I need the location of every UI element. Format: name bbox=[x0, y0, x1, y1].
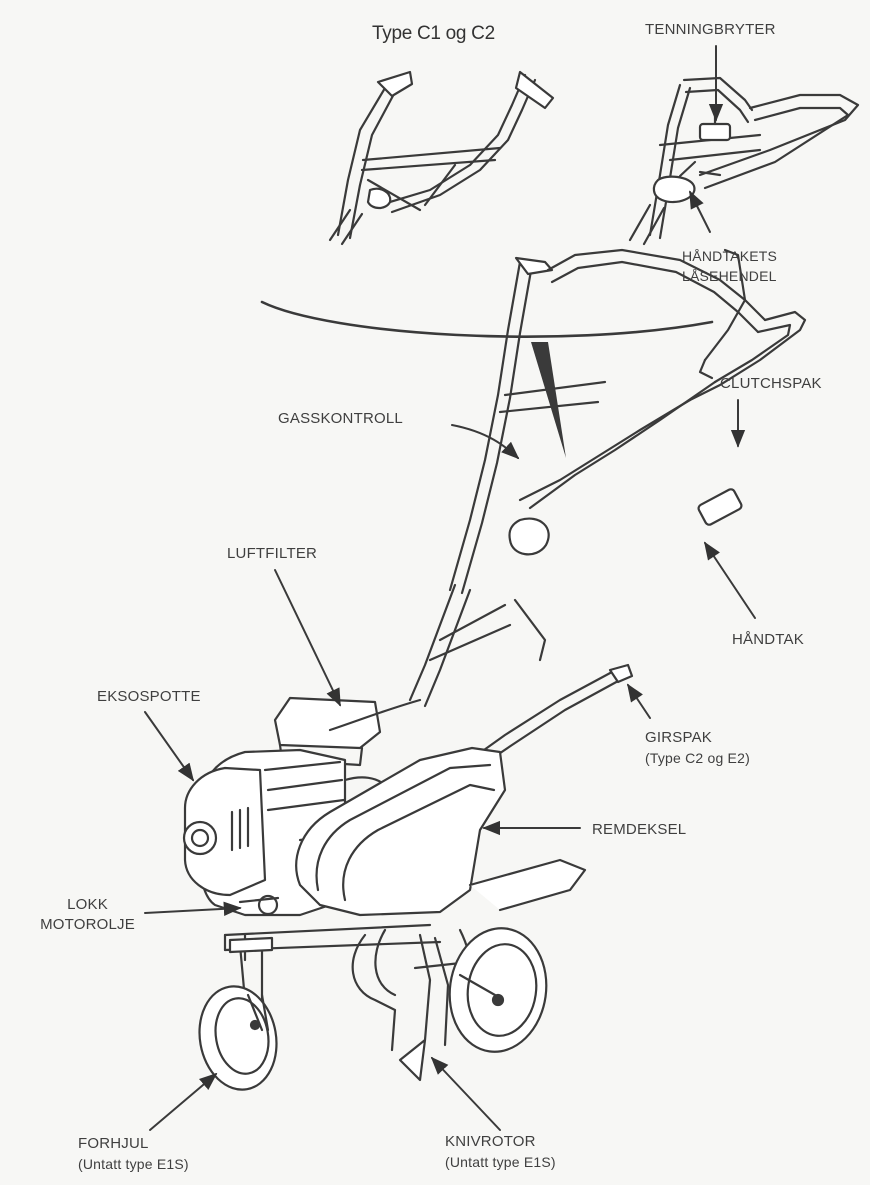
label-handtak: HÅNDTAK bbox=[732, 630, 804, 650]
arrow-handtakets bbox=[690, 192, 710, 232]
inset-handlebar-c1-c2 bbox=[330, 72, 553, 244]
arrow-forhjul bbox=[150, 1074, 216, 1130]
label-knivrotor: KNIVROTOR (Untatt type E1S) bbox=[445, 1132, 556, 1172]
label-remdeksel: REMDEKSEL bbox=[592, 820, 686, 840]
label-clutchspak: CLUTCHSPAK bbox=[720, 374, 822, 394]
label-girspak-title: GIRSPAK bbox=[645, 728, 750, 748]
arrow-gasskontroll bbox=[452, 425, 518, 458]
front-wheel bbox=[192, 938, 285, 1096]
label-handtakets-lasehendel: HÅNDTAKETS LÅSEHENDEL bbox=[682, 246, 777, 286]
label-girspak-note: (Type C2 og E2) bbox=[645, 748, 750, 768]
label-gasskontroll: GASSKONTROLL bbox=[278, 409, 403, 429]
label-knivrotor-title: KNIVROTOR bbox=[445, 1132, 556, 1152]
label-eksospotte: EKSOSPOTTE bbox=[97, 687, 201, 707]
label-lokk-motorolje: LOKK MOTOROLJE bbox=[40, 895, 135, 935]
label-knivrotor-note: (Untatt type E1S) bbox=[445, 1152, 556, 1172]
label-forhjul-title: FORHJUL bbox=[78, 1134, 189, 1154]
label-lokk-line2: MOTOROLJE bbox=[40, 915, 135, 935]
diagram-title: Type C1 og C2 bbox=[372, 24, 495, 44]
arrow-handtak bbox=[705, 543, 755, 618]
label-handtakets-line2: LÅSEHENDEL bbox=[682, 266, 777, 286]
inset-handlebar-ignition bbox=[630, 78, 858, 244]
label-handtakets-line1: HÅNDTAKETS bbox=[682, 246, 777, 266]
arrow-lokk bbox=[145, 908, 240, 913]
arrow-knivrotor bbox=[432, 1058, 500, 1130]
arrow-luftfilter bbox=[275, 570, 340, 705]
arrow-eksospotte bbox=[145, 712, 193, 780]
label-girspak: GIRSPAK (Type C2 og E2) bbox=[645, 728, 750, 768]
arrow-girspak bbox=[628, 685, 650, 718]
label-luftfilter: LUFTFILTER bbox=[227, 544, 317, 564]
label-lokk-line1: LOKK bbox=[40, 895, 135, 915]
right-wheel bbox=[442, 922, 554, 1058]
label-forhjul: FORHJUL (Untatt type E1S) bbox=[78, 1134, 189, 1174]
label-forhjul-note: (Untatt type E1S) bbox=[78, 1154, 189, 1174]
label-tenningsbryter: TENNINGBRYTER bbox=[645, 20, 776, 40]
